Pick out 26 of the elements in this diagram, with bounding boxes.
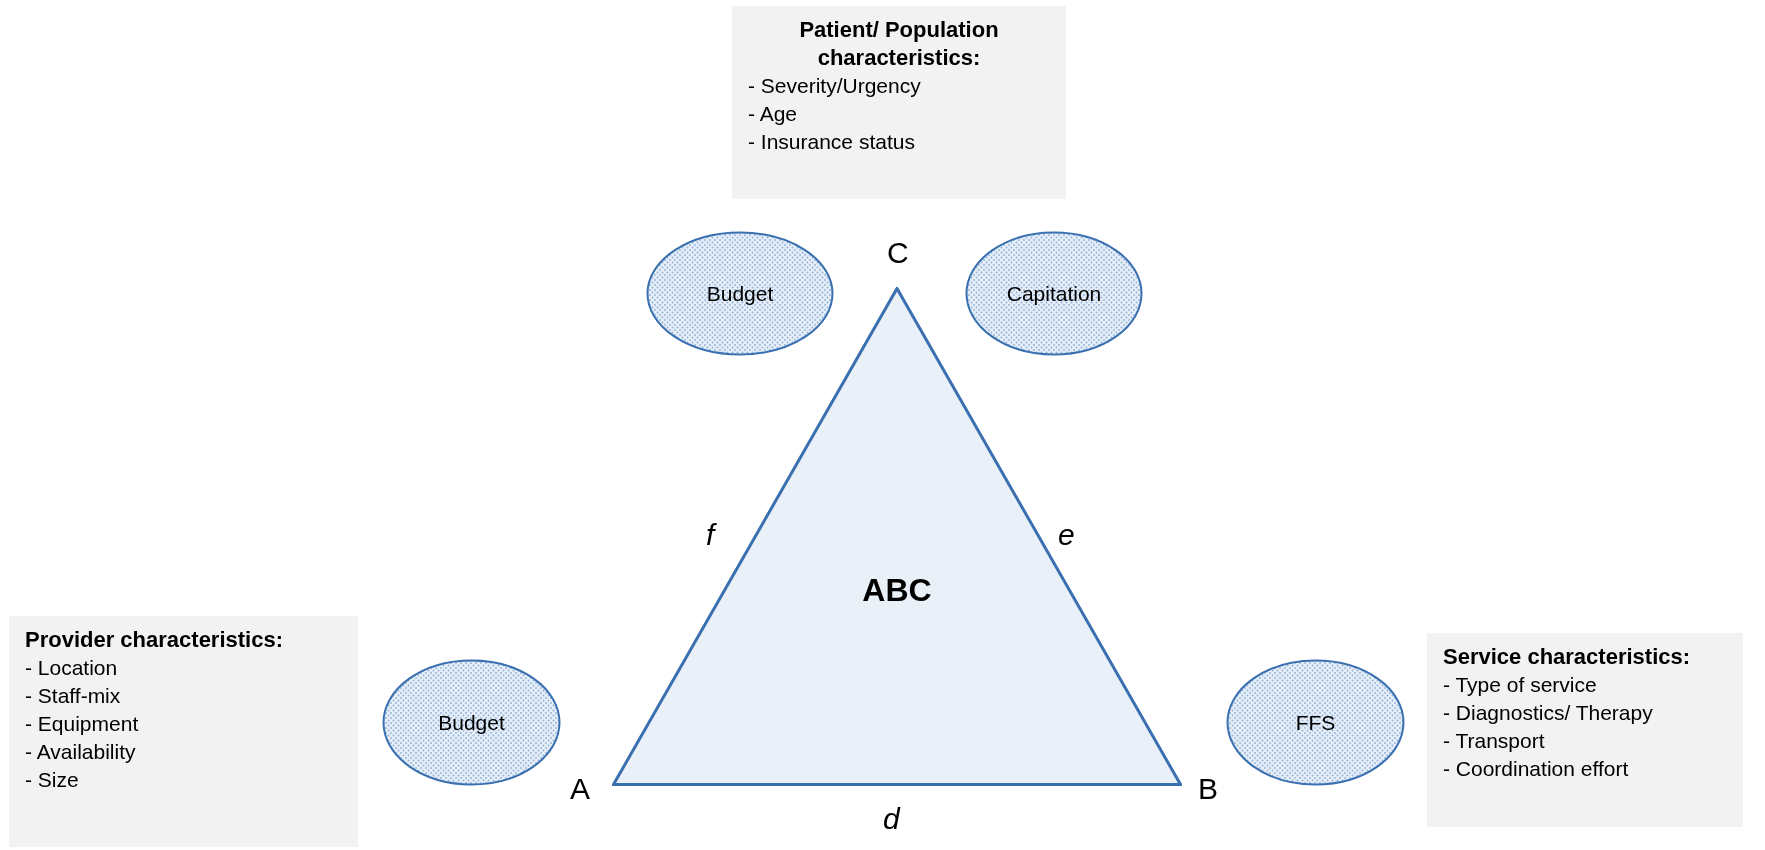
list-item: - Availability [25,739,136,765]
ellipse-label: Capitation [1005,281,1103,306]
triangle-label: ABC [862,572,932,609]
vertex-label: A [570,772,590,806]
ellipse-label: FFS [1294,710,1337,735]
list-item: - Equipment [25,711,139,737]
list-item: - Severity/Urgency [748,73,921,99]
vertex-label: B [1198,772,1218,806]
list-item: - Age [748,101,798,127]
side-label: e [1058,518,1075,552]
list-item: - Coordination effort [1443,756,1629,782]
ellipse-label: Budget [437,710,506,735]
list-item: - Size [25,767,79,793]
ellipse-label: Budget [705,281,775,306]
panel-heading: Service characteristics: [1443,643,1691,671]
panel-heading: Patient/ Population characteristics: [798,16,1000,72]
list-item: - Type of service [1443,672,1597,698]
side-label: d [883,802,900,836]
list-item: - Insurance status [748,129,915,155]
side-label: f [706,518,715,552]
vertex-label: C [887,236,909,270]
list-item: - Diagnostics/ Therapy [1443,700,1653,726]
panel-heading: Provider characteristics: [25,626,284,654]
list-item: - Staff-mix [25,683,121,709]
list-item: - Transport [1443,728,1545,754]
list-item: - Location [25,655,118,681]
